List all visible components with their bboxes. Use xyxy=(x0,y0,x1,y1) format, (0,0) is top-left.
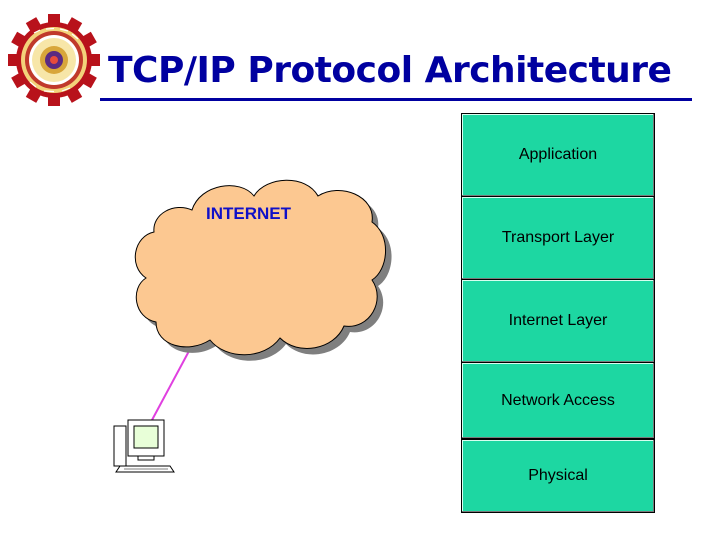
layer-label: Transport Layer xyxy=(501,229,615,246)
slide-title: TCP/IP Protocol Architecture xyxy=(108,50,672,91)
internet-label: INTERNET xyxy=(206,204,291,223)
protocol-stack: Application Transport Layer Internet Lay… xyxy=(461,113,655,513)
layer-label: Internet Layer xyxy=(508,312,608,329)
layer-transport: Transport Layer xyxy=(461,196,655,280)
layer-label: Network Access xyxy=(501,391,615,409)
layer-physical: Physical xyxy=(461,439,655,513)
layer-internet: Internet Layer xyxy=(461,279,655,363)
layer-application: Application xyxy=(461,113,655,197)
university-seal-icon xyxy=(8,14,100,106)
cloud-icon xyxy=(134,179,392,361)
computer-icon xyxy=(113,419,175,473)
layer-network-access: Network Access xyxy=(461,362,655,439)
layer-label: Application xyxy=(518,146,598,163)
layer-label: Physical xyxy=(528,467,588,484)
title-underline xyxy=(100,98,692,101)
